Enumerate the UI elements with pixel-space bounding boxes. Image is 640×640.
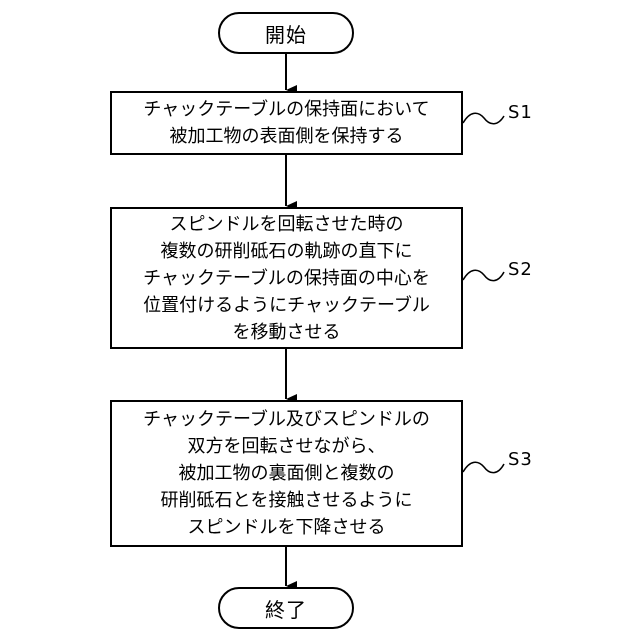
start-terminal: 開始: [218, 12, 354, 54]
process-box-s2: スピンドルを回転させた時の 複数の研削砥石の軌跡の直下に チャックテーブルの保持…: [110, 207, 463, 349]
step-text-line: チャックテーブルの保持面において: [143, 96, 429, 123]
step-text-line: 位置付けるようにチャックテーブル: [143, 292, 430, 319]
step-text-line: 被加工物の裏面側と複数の: [179, 460, 395, 487]
start-label: 開始: [265, 19, 307, 48]
s1-leader-squiggle: [463, 113, 504, 124]
process-box-s1: チャックテーブルの保持面において 被加工物の表面側を保持する: [110, 91, 463, 155]
step-text-line: チャックテーブルの保持面の中心を: [143, 265, 430, 292]
end-terminal: 終了: [218, 587, 354, 629]
step-label-s1: S1: [508, 102, 533, 123]
step-text-line: 双方を回転させながら、: [188, 433, 386, 460]
step-text-line: 複数の研削砥石の軌跡の直下に: [161, 238, 413, 265]
step-text-line: スピンドルを回転させた時の: [170, 211, 404, 238]
end-label: 終了: [265, 594, 307, 623]
step-text-line: スピンドルを下降させる: [188, 514, 386, 541]
s2-leader-squiggle: [463, 270, 504, 280]
step-text-line: 研削砥石とを接触させるように: [161, 487, 413, 514]
step-label-s3: S3: [508, 449, 533, 470]
step-label-s2: S2: [508, 259, 533, 280]
step-text-line: チャックテーブル及びスピンドルの: [143, 406, 430, 433]
s3-leader-squiggle: [463, 462, 504, 472]
process-box-s3: チャックテーブル及びスピンドルの 双方を回転させながら、 被加工物の裏面側と複数…: [110, 400, 463, 547]
step-text-line: を移動させる: [233, 319, 341, 346]
step-text-line: 被加工物の表面側を保持する: [170, 123, 404, 150]
